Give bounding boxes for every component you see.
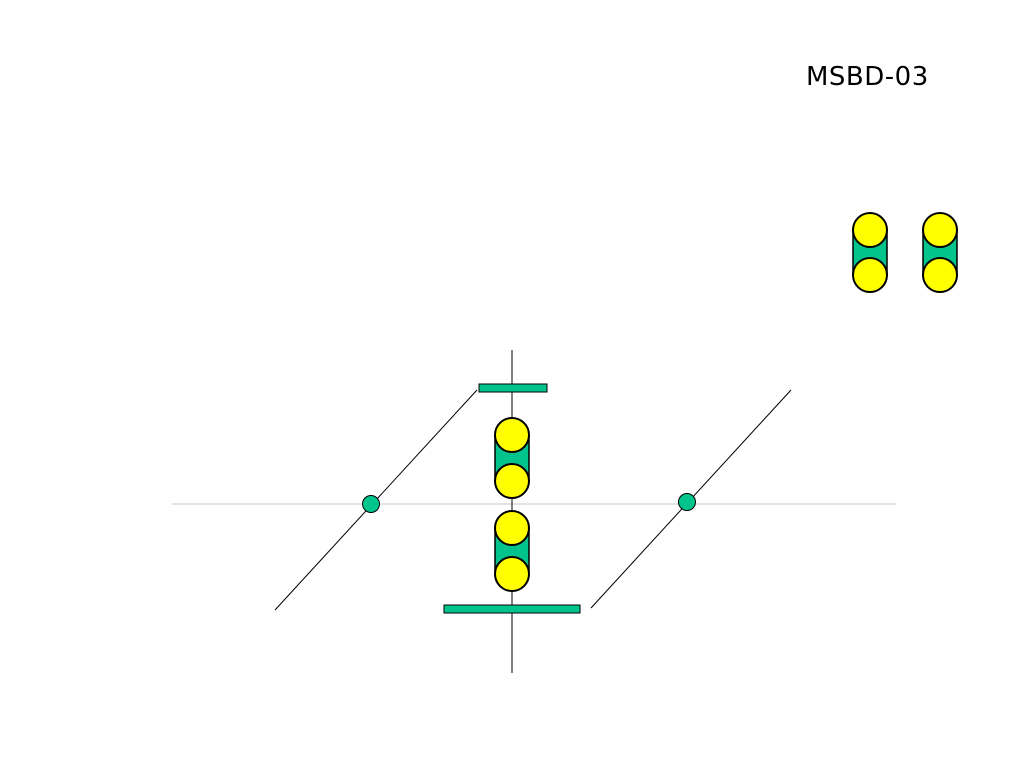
top-plate (478, 383, 548, 393)
bead-circle (494, 556, 530, 592)
center-bead-pair-upper (494, 417, 530, 499)
bead-circle (852, 212, 888, 248)
bead-circle (922, 257, 958, 293)
legend-bead-pair-right (922, 212, 958, 293)
legend-bead-pair-left (852, 212, 888, 293)
bead-circle (494, 463, 530, 499)
center-bead-pair-lower (494, 510, 530, 592)
right-node (678, 493, 696, 511)
bead-circle (922, 212, 958, 248)
bead-circle (494, 417, 530, 453)
bead-circle (852, 257, 888, 293)
slide-title: MSBD-03 (806, 62, 929, 92)
bead-circle (494, 510, 530, 546)
left-node (362, 495, 380, 513)
bottom-plate (443, 604, 581, 614)
